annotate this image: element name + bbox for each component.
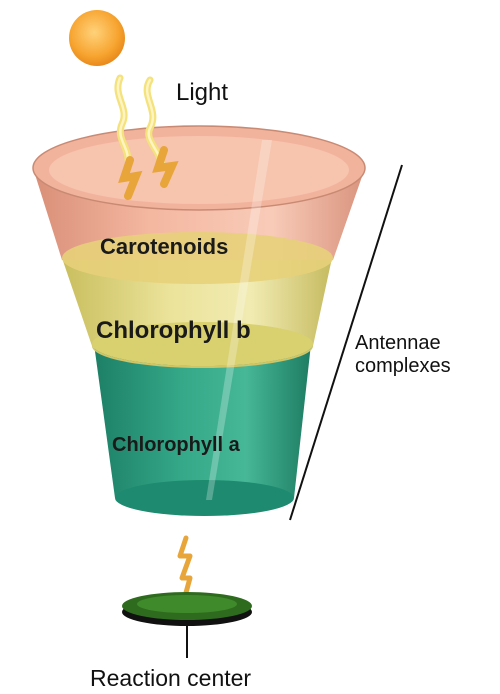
antennae-label-line1: Antennae <box>355 332 441 354</box>
reaction-center-label: Reaction center <box>90 665 251 691</box>
sun-icon <box>69 10 125 66</box>
energy-transfer-icon <box>180 538 190 600</box>
antennae-label-line2: complexes <box>355 355 451 377</box>
light-label: Light <box>176 79 228 106</box>
chlorophyll-a-label: Chlorophyll a <box>112 434 241 456</box>
chlorophyll-b-label: Chlorophyll b <box>96 317 251 344</box>
reaction-center-disk <box>122 592 252 658</box>
carotenoids-label: Carotenoids <box>100 234 228 259</box>
carotenoids-layer <box>33 126 365 284</box>
